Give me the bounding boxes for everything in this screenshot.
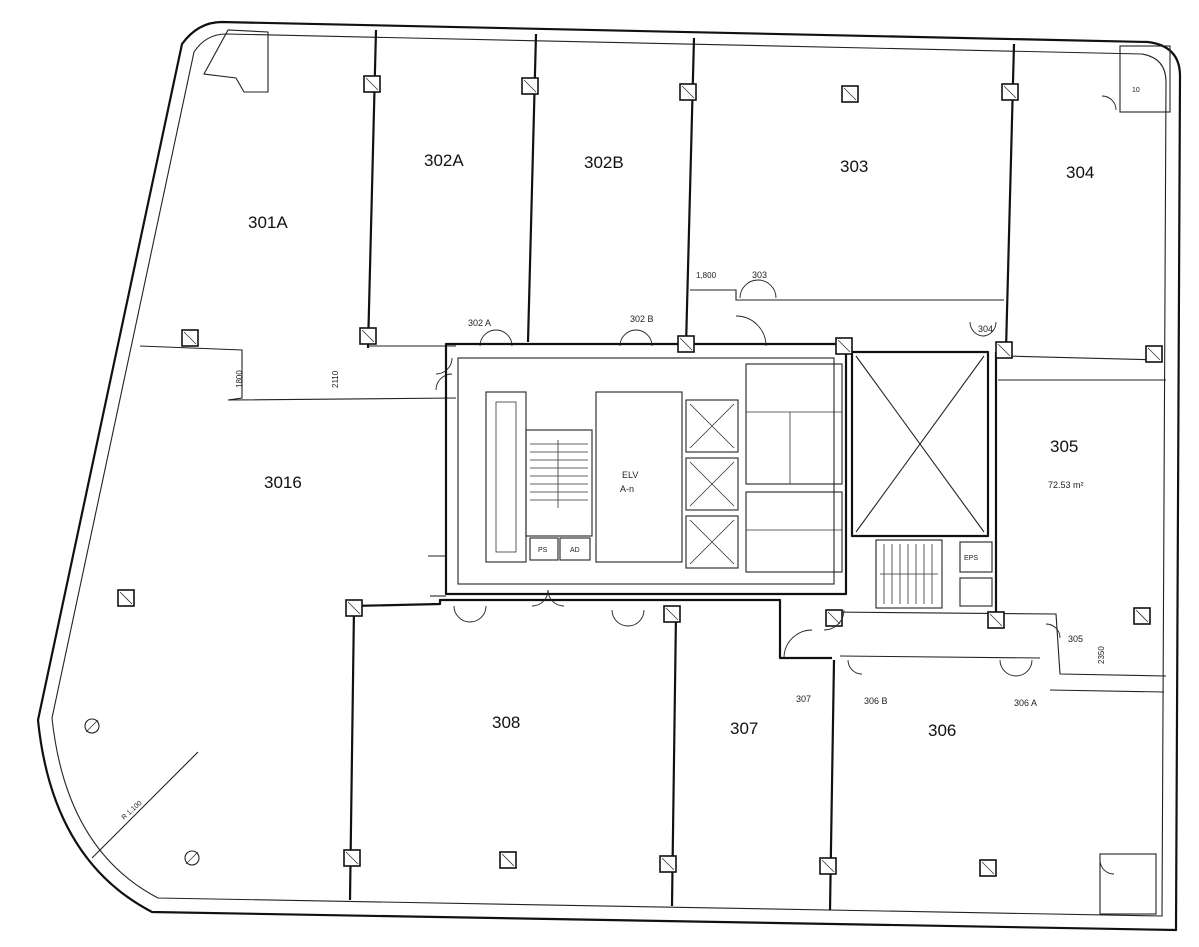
corner-tag-top-right: 10 — [1132, 87, 1140, 94]
column-marker — [1145, 345, 1163, 363]
room-label-303: 303 — [840, 157, 868, 176]
door-tags: 302 A 302 B 303 304 305 307 306 B 306 A — [468, 270, 1083, 708]
room-label-307: 307 — [730, 719, 758, 738]
core-labels: ELV A-n PS AD EPS — [538, 470, 978, 562]
door-tag-303: 303 — [752, 270, 767, 280]
column-marker — [181, 329, 199, 347]
stair-left-treads — [530, 440, 588, 508]
core — [444, 342, 993, 609]
ad-label: AD — [570, 547, 580, 554]
column-marker — [1133, 607, 1151, 625]
column-marker — [345, 599, 363, 617]
room-label-308: 308 — [492, 713, 520, 732]
elevator-sub-label: A-n — [620, 484, 634, 494]
column-marker — [343, 849, 361, 867]
column-marker — [995, 341, 1013, 359]
room-label-301A: 301A — [248, 213, 288, 232]
annotations: 72.53 m² 10 — [1048, 87, 1140, 490]
ps-label: PS — [538, 547, 548, 554]
door-tag-307: 307 — [796, 694, 811, 704]
column-marker — [363, 75, 381, 93]
structural-columns — [117, 75, 1163, 877]
stair-right-treads — [880, 544, 938, 604]
survey-markers — [84, 718, 200, 866]
column-marker — [659, 855, 677, 873]
column-marker — [819, 857, 837, 875]
door-tag-304: 304 — [978, 324, 993, 334]
room-label-304: 304 — [1066, 163, 1094, 182]
door-tag-306B: 306 B — [864, 696, 888, 706]
eps-label: EPS — [964, 555, 978, 562]
partitions-right — [829, 352, 1167, 693]
door-tag-302A: 302 A — [468, 318, 491, 328]
doors — [435, 95, 1117, 875]
dimension-1800-left: 1800 — [235, 370, 244, 388]
dimension-2350: 2350 — [1097, 646, 1106, 664]
column-marker — [979, 859, 997, 877]
partitions-bottom — [348, 555, 836, 911]
door-tag-302B: 302 B — [630, 314, 654, 324]
column-marker — [521, 77, 539, 95]
room-labels: 301A 302A 302B 303 304 3016 305 308 307 … — [248, 151, 1094, 740]
column-marker — [117, 589, 135, 607]
room-label-306: 306 — [928, 721, 956, 740]
dimension-1800-top: 1,800 — [696, 271, 717, 280]
room-label-305: 305 — [1050, 437, 1078, 456]
column-marker — [835, 337, 853, 355]
dimension-2110: 2110 — [331, 370, 340, 388]
column-marker — [359, 327, 377, 345]
column-marker — [679, 83, 697, 101]
elevator-label: ELV — [622, 470, 638, 480]
column-marker — [825, 609, 843, 627]
door-tag-305: 305 — [1068, 634, 1083, 644]
column-marker — [663, 605, 681, 623]
door-tag-306A: 306 A — [1014, 698, 1037, 708]
column-marker — [841, 85, 859, 103]
diagonal-dimension: R 1,100 — [91, 751, 199, 859]
room-label-302B: 302B — [584, 153, 624, 172]
elevator-cars — [685, 399, 739, 569]
area-305: 72.53 m² — [1048, 480, 1084, 490]
room-label-301B: 3016 — [264, 473, 302, 492]
room-label-302A: 302A — [424, 151, 464, 170]
column-marker — [987, 611, 1005, 629]
column-marker — [499, 851, 517, 869]
column-marker — [677, 335, 695, 353]
outer-wall — [36, 20, 1182, 932]
dimension-labels: 1,800 1800 2110 2350 — [235, 271, 1106, 664]
column-marker — [1001, 83, 1019, 101]
corner-rooms — [203, 29, 1171, 915]
